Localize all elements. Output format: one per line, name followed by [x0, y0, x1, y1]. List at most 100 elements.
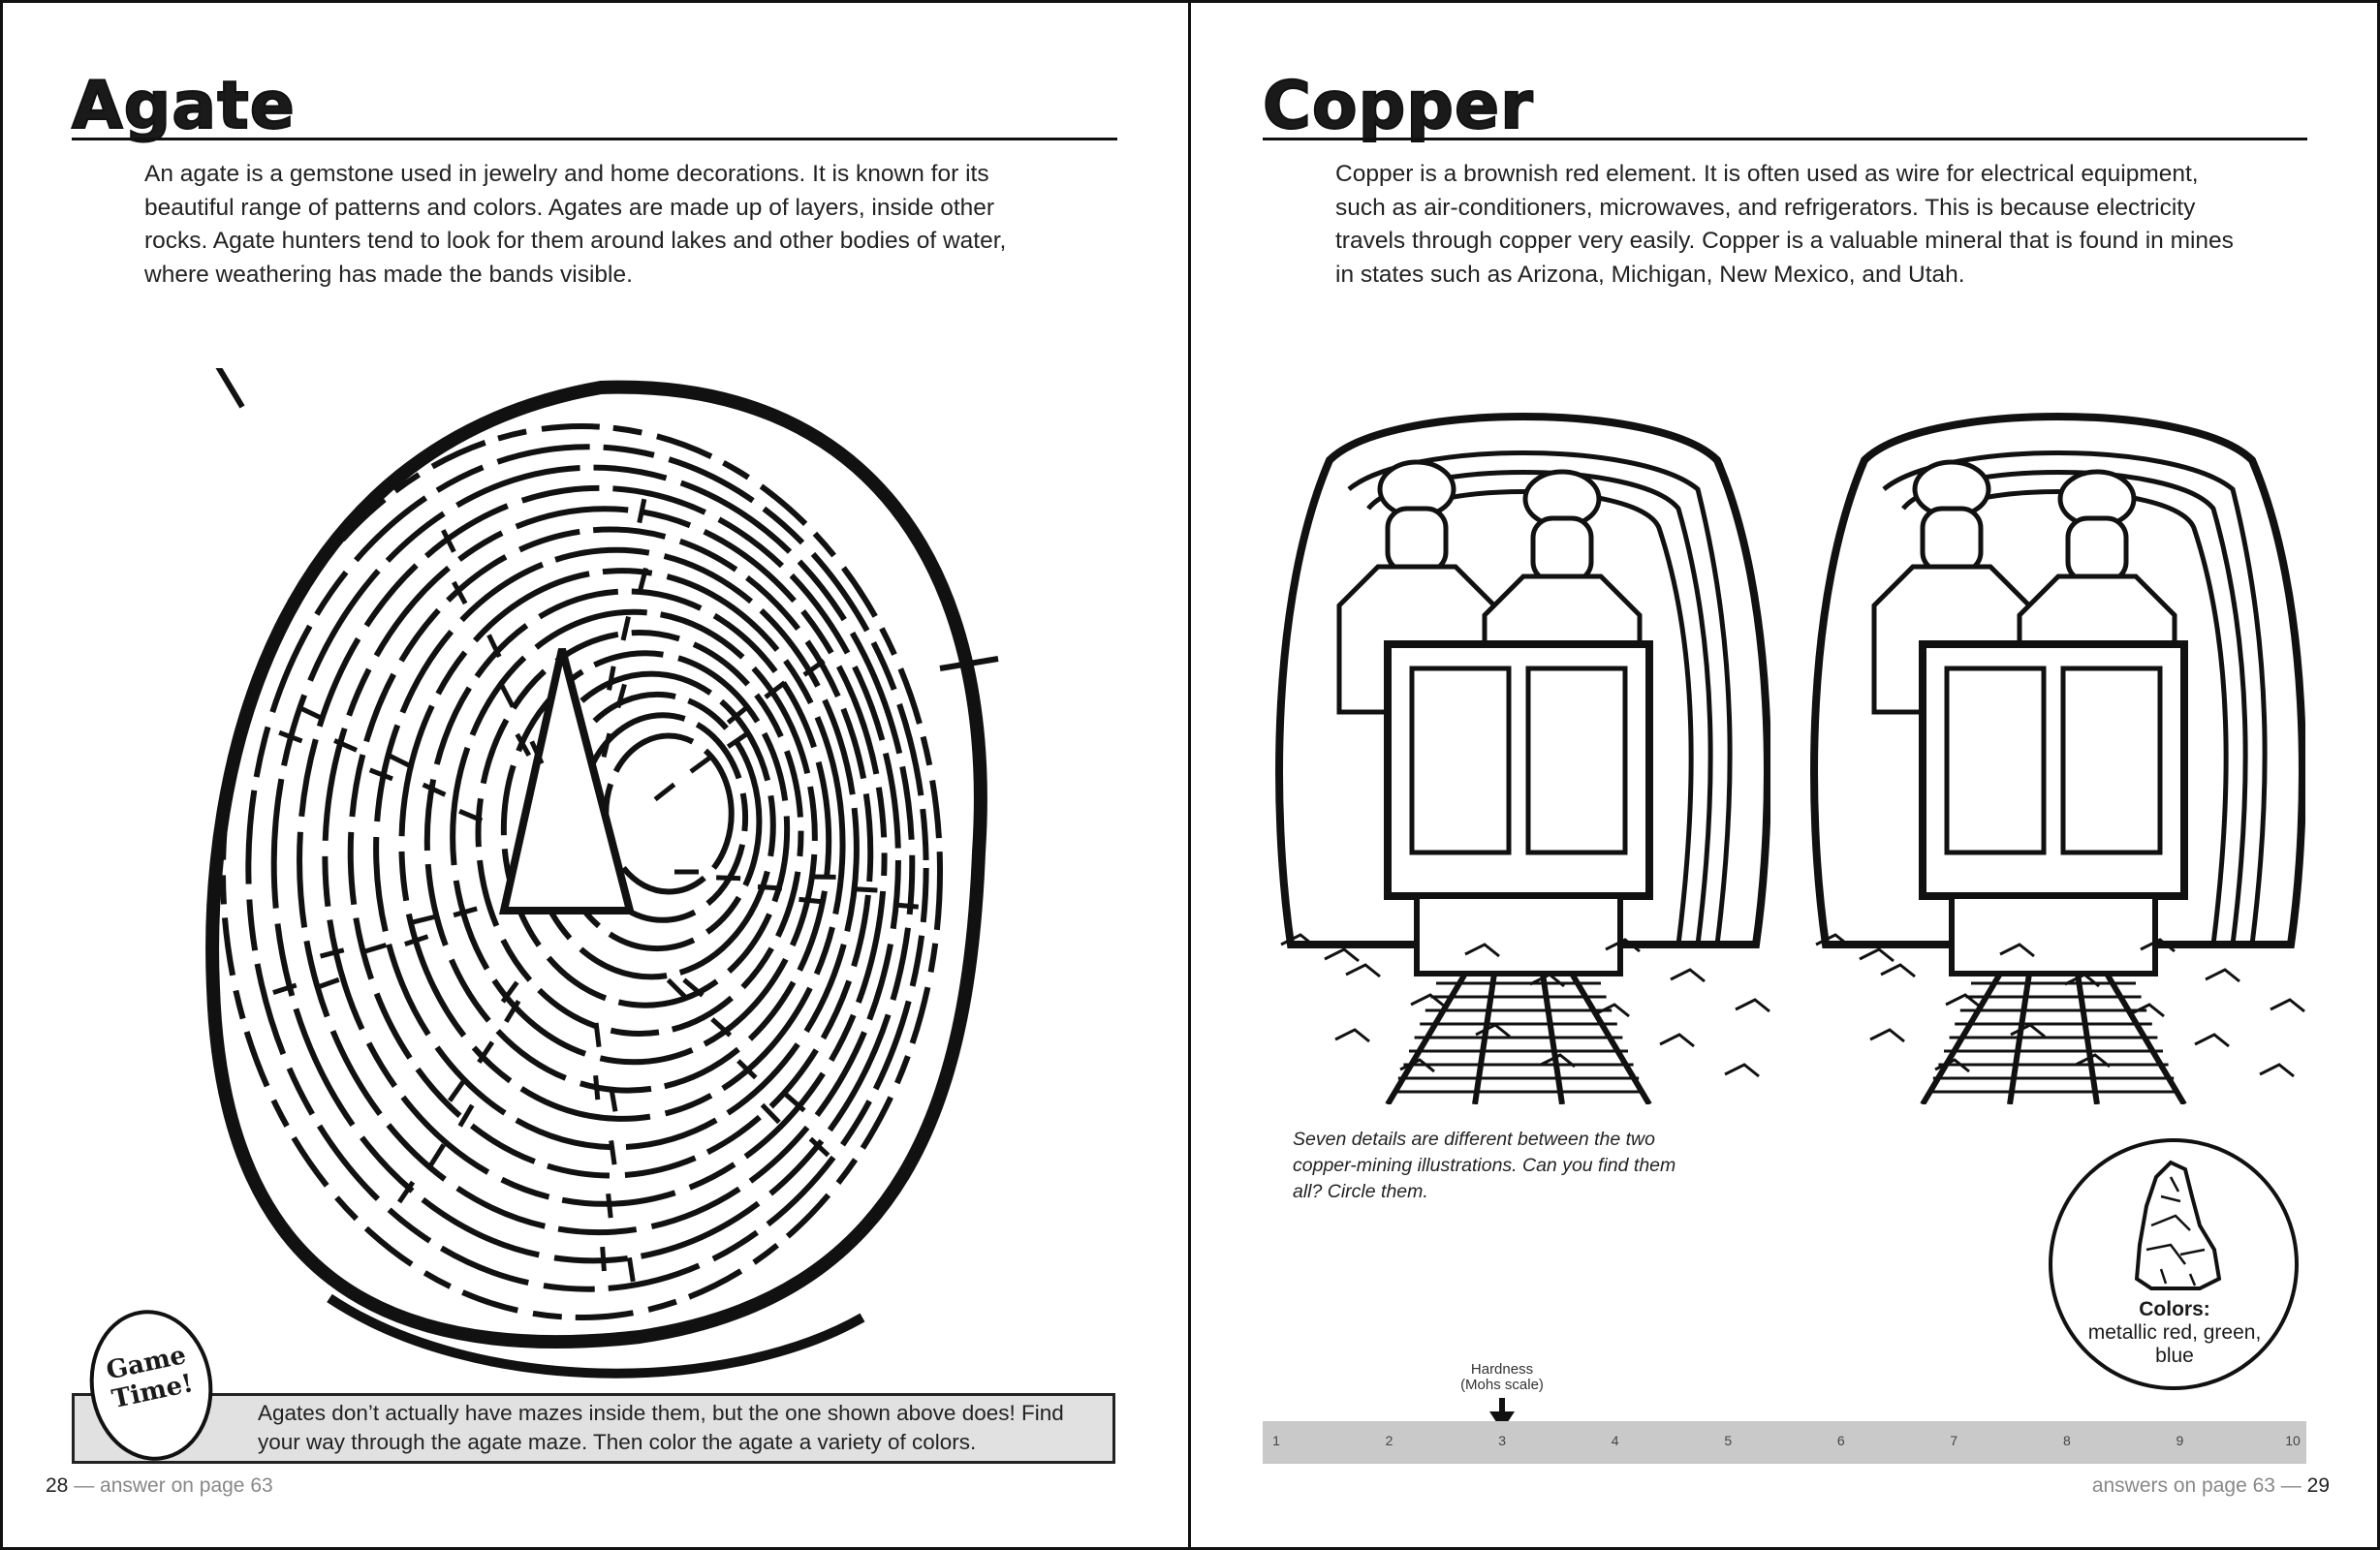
miner-face — [2065, 515, 2129, 584]
maze-wall — [315, 976, 340, 990]
maze-wall — [593, 1074, 601, 1100]
maze-wall — [620, 616, 631, 641]
maze-entrance — [215, 368, 245, 409]
maze-wall — [760, 1102, 781, 1125]
maze-wall — [368, 767, 393, 782]
ground-rock — [2010, 1023, 2046, 1038]
maze-wall — [448, 1079, 466, 1102]
tunnel-rock-layer — [1385, 489, 1694, 946]
colors-value: metallic red, green, blue — [2087, 1321, 2262, 1367]
maze-wall — [764, 680, 787, 699]
maze-wall — [784, 1093, 806, 1113]
scale-tick: 3 — [1498, 1433, 1507, 1448]
ground-rock — [1724, 1063, 1760, 1078]
maze-wall — [609, 1087, 618, 1112]
maze-wall-ring — [297, 484, 901, 1236]
cart-panel — [1944, 666, 2047, 855]
colors-label: Colors: — [2139, 1298, 2210, 1320]
ground-rock — [2194, 1033, 2230, 1048]
ground-rock — [1280, 933, 1316, 948]
page-title-copper: Copper — [1262, 68, 1534, 144]
ground-rock — [2205, 968, 2240, 983]
maze-wall-ring — [475, 630, 804, 1037]
maze-wall-ring — [220, 423, 943, 1320]
ground-rock — [1670, 968, 1706, 983]
cart-wheels — [1414, 893, 1623, 976]
ground-rock — [1540, 1053, 1576, 1069]
maze-wall — [689, 755, 712, 774]
maze-wall — [500, 980, 519, 1004]
scale-tick: 1 — [1272, 1433, 1280, 1448]
maze-wall — [428, 1143, 446, 1167]
maze-wall — [486, 634, 502, 659]
title-rule — [72, 138, 1117, 140]
maze-wall — [396, 1180, 416, 1204]
ground-rock — [1934, 1058, 1970, 1073]
ground-rock — [1735, 998, 1770, 1013]
maze-wall — [799, 896, 824, 905]
game-time-box — [72, 1393, 1115, 1464]
maze-wall — [387, 753, 411, 768]
copper-nugget-icon — [2134, 1160, 2222, 1290]
maze-wall — [504, 1000, 521, 1023]
ground-rock — [2075, 1053, 2111, 1069]
hardness-label: Hardness (Mohs scale) — [1460, 1361, 1544, 1393]
answer-reference: answers on page 63 — — [2091, 1474, 2302, 1497]
maze-center — [499, 647, 636, 914]
maze-wall — [653, 782, 676, 802]
ground-rock — [2259, 1063, 2295, 1078]
agate-maze-illustration[interactable] — [184, 368, 1018, 1405]
ground-rock — [2064, 973, 2100, 988]
cart-wheels — [1949, 893, 2158, 976]
left-footer: 28 — answer on page 63 — [46, 1474, 273, 1498]
maze-wall-ring — [398, 568, 846, 1122]
cart-panel — [1409, 666, 1512, 855]
copper-description: Copper is a brownish red element. It is … — [1335, 161, 2234, 288]
page-gutter — [1188, 0, 1191, 1550]
ground-rock — [1880, 963, 1916, 978]
maze-wall — [893, 902, 919, 910]
tunnel-rock-layer — [1920, 489, 2229, 946]
maze-wall — [606, 1193, 613, 1219]
right-footer: answers on page 63 — 29 — [2092, 1474, 2330, 1498]
ground-rock — [1410, 993, 1446, 1008]
scale-tick: 7 — [1950, 1433, 1958, 1448]
ground-rock — [1659, 1033, 1695, 1048]
maze-wall — [441, 529, 456, 553]
ground-rock — [1869, 1028, 1905, 1043]
maze-wall — [609, 1140, 617, 1165]
maze-wall — [529, 740, 545, 765]
game-time-instructions: Agates don’t actually have mazes inside … — [258, 1401, 1064, 1454]
copper-mine-illustration-left[interactable] — [1271, 402, 1770, 1104]
scale-tick: 6 — [1836, 1433, 1845, 1448]
maze-wall-ring — [322, 506, 888, 1207]
maze-wall — [361, 943, 388, 955]
maze-wall — [515, 732, 532, 757]
scale-tick: 5 — [1724, 1433, 1733, 1448]
copper-mine-illustration-right[interactable] — [1806, 402, 2305, 1104]
maze-wall-ring — [450, 608, 818, 1066]
ground-rock — [2270, 998, 2305, 1013]
ground-rock — [1345, 963, 1381, 978]
title-rule — [1263, 138, 2307, 140]
ground-rock — [1475, 1023, 1511, 1038]
maze-wall — [736, 1059, 758, 1080]
scale-tick: 2 — [1385, 1433, 1394, 1448]
maze-wall-ring — [245, 444, 929, 1292]
mine-cart — [1384, 640, 1653, 900]
maze-base-rock — [327, 1293, 865, 1379]
tunnel-rock-layer — [1366, 470, 1713, 946]
maze-wall — [808, 1136, 830, 1158]
maze-wall — [458, 809, 484, 823]
page-number: 29 — [2306, 1474, 2330, 1497]
maze-wall — [333, 738, 359, 753]
maze-wall — [453, 906, 478, 918]
maze-wall — [272, 982, 298, 995]
maze-wall — [278, 729, 303, 744]
maze-wall — [716, 875, 741, 882]
maze-wall — [710, 1017, 733, 1038]
agate-description: An agate is a gemstone used in jewelry a… — [144, 161, 1007, 288]
maze-wall — [593, 1022, 602, 1047]
mine-cart — [1919, 640, 2188, 900]
